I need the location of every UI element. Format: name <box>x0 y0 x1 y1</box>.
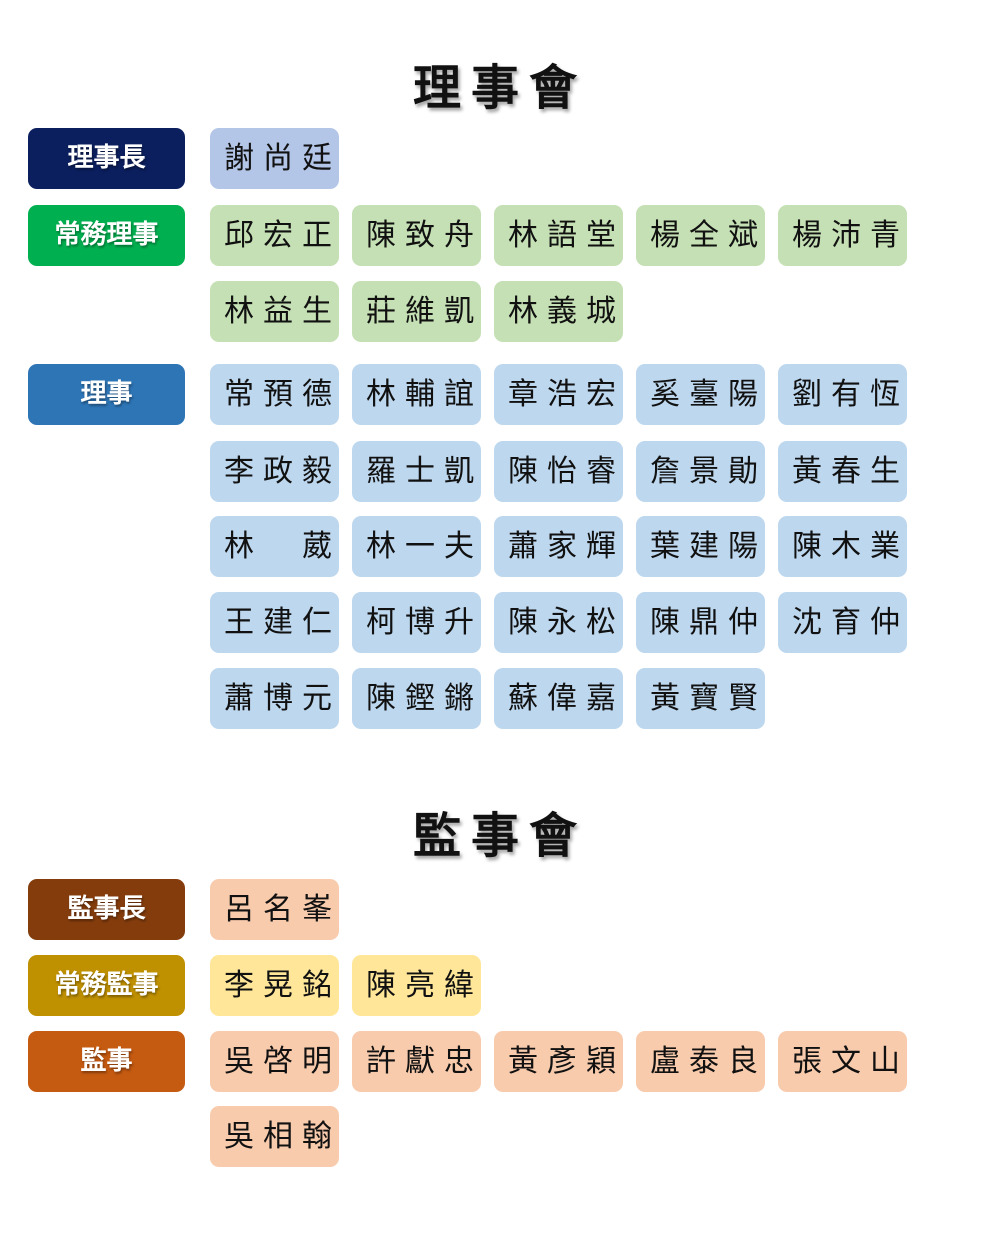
member-name: 李晃銘 <box>210 955 339 1016</box>
member-name: 陳亮緯 <box>352 955 481 1016</box>
member-name: 林 葳 <box>210 516 339 577</box>
member-name: 林一夫 <box>352 516 481 577</box>
member-name: 吳相翰 <box>210 1106 339 1167</box>
member-name: 陳怡睿 <box>494 441 623 502</box>
member-name: 盧泰良 <box>636 1031 765 1092</box>
member-name: 吳啓明 <box>210 1031 339 1092</box>
member-name: 張文山 <box>778 1031 907 1092</box>
member-name: 章浩宏 <box>494 364 623 425</box>
role-label: 理事長 <box>28 128 185 189</box>
member-name: 蕭家輝 <box>494 516 623 577</box>
member-name: 楊全斌 <box>636 205 765 266</box>
member-name: 詹景勛 <box>636 441 765 502</box>
member-name: 葉建陽 <box>636 516 765 577</box>
board-title: 理事會 <box>412 60 587 116</box>
member-name: 奚臺陽 <box>636 364 765 425</box>
member-name: 林語堂 <box>494 205 623 266</box>
member-name: 沈育仲 <box>778 592 907 653</box>
member-name: 呂名峯 <box>210 879 339 940</box>
member-name: 黃寶賢 <box>636 668 765 729</box>
member-name: 黃彥穎 <box>494 1031 623 1092</box>
member-name: 林義城 <box>494 281 623 342</box>
role-label: 常務監事 <box>28 955 185 1016</box>
member-name: 陳木業 <box>778 516 907 577</box>
member-name: 陳致舟 <box>352 205 481 266</box>
member-name: 陳鏗鏘 <box>352 668 481 729</box>
role-label: 理事 <box>28 364 185 425</box>
member-name: 羅士凱 <box>352 441 481 502</box>
member-name: 李政毅 <box>210 441 339 502</box>
member-name: 林益生 <box>210 281 339 342</box>
role-label: 監事 <box>28 1031 185 1092</box>
member-name: 楊沛青 <box>778 205 907 266</box>
member-name: 王建仁 <box>210 592 339 653</box>
member-name: 許獻忠 <box>352 1031 481 1092</box>
role-label: 監事長 <box>28 879 185 940</box>
member-name: 莊維凱 <box>352 281 481 342</box>
supervisors-title: 監事會 <box>412 808 587 864</box>
role-label: 常務理事 <box>28 205 185 266</box>
member-name: 柯博升 <box>352 592 481 653</box>
member-name: 劉有恆 <box>778 364 907 425</box>
member-name: 常預德 <box>210 364 339 425</box>
member-name: 謝尚廷 <box>210 128 339 189</box>
member-name: 蕭博元 <box>210 668 339 729</box>
member-name: 陳鼎仲 <box>636 592 765 653</box>
member-name: 林輔誼 <box>352 364 481 425</box>
member-name: 蘇偉嘉 <box>494 668 623 729</box>
member-name: 邱宏正 <box>210 205 339 266</box>
member-name: 黃春生 <box>778 441 907 502</box>
member-name: 陳永松 <box>494 592 623 653</box>
